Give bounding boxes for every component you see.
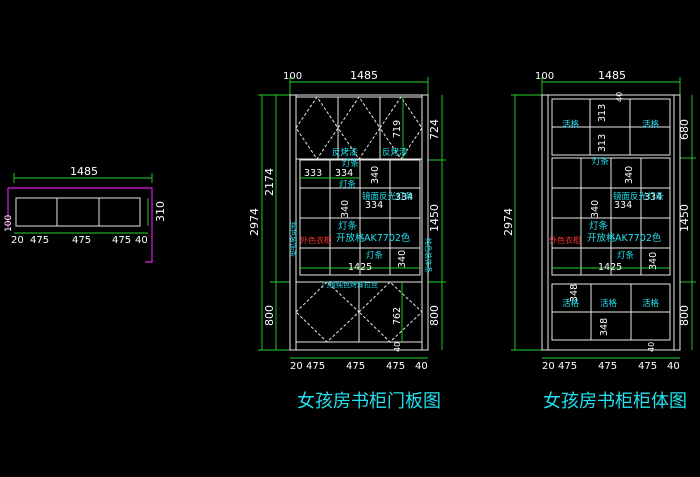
door-label: 门板纯色烤漆拉丝 — [322, 280, 378, 289]
plan-depth-left-dim: 100 — [4, 215, 14, 232]
door-title: 女孩房书柜门板图 — [297, 391, 441, 412]
body-label: 镜面反光灯条 — [613, 191, 665, 202]
body-label: AK7702色 — [615, 232, 662, 244]
body-label: 活格 — [600, 298, 618, 309]
body-label: 活格 — [642, 119, 660, 130]
door-label: 纯色装饰条 — [424, 238, 433, 273]
door-left-dim: 800 — [263, 305, 276, 326]
plan-bottom-dim: 40 — [135, 235, 148, 246]
body-bottom-dim: 20 — [542, 361, 555, 372]
door-label: 灯条 — [342, 158, 360, 169]
body-upper-grid — [551, 98, 671, 156]
plan-width-dim: 1485 — [70, 165, 98, 178]
door-label: 灯条 — [338, 220, 358, 232]
body-label: 灯条 — [589, 220, 609, 232]
door-top-dim: 100 — [283, 71, 302, 82]
body-right-dim: 800 — [678, 305, 691, 326]
body-elevation: 100 1485 40 2974 680 1450 800 — [502, 69, 696, 412]
body-top-dim: 100 — [535, 71, 554, 82]
door-open-mark — [358, 281, 423, 343]
door-side-note: 外色衣柜 — [300, 235, 332, 245]
door-open-mark — [295, 281, 360, 343]
door-inner-dim: 340 — [397, 250, 408, 268]
door-label: 纯色装饰条 — [289, 222, 298, 257]
body-middle-grid — [551, 157, 671, 276]
door-elevation: 100 1485 2974 2174 800 724 1450 800 — [248, 69, 446, 412]
door-grid — [299, 159, 421, 276]
plan-wall-outline — [8, 187, 153, 263]
body-inner-dim: 313 — [597, 104, 608, 122]
plan-bottom-dim: 475 — [112, 235, 131, 246]
body-label: 活格 — [642, 298, 660, 309]
door-label: 开放格 — [336, 232, 365, 244]
door-frame — [289, 94, 429, 351]
body-right-dim: 1450 — [678, 204, 691, 232]
body-label: 活格 — [562, 298, 580, 309]
body-inner-dim: 334 — [644, 192, 662, 203]
door-label: 反烤漆 — [382, 147, 408, 158]
door-inner-dim: 40 — [393, 342, 402, 352]
body-inner-dim: 1425 — [598, 262, 622, 273]
body-lower-grid — [551, 283, 671, 341]
plan-depth-dim: 310 — [154, 201, 167, 222]
door-label: 灯条 — [366, 250, 384, 261]
body-inner-dim: 340 — [590, 200, 601, 218]
body-inner-dim: 348 — [569, 284, 580, 302]
door-right-dim: 724 — [428, 119, 441, 140]
door-bottom-dim: 20 — [290, 361, 303, 372]
door-bottom-dim: 475 — [306, 361, 325, 372]
door-inner-dim: 333 — [304, 168, 322, 179]
door-inner-dim: 1425 — [348, 262, 372, 273]
body-label: 活格 — [562, 119, 580, 130]
body-inner-dim: 334 — [614, 200, 632, 211]
door-left-dim: 2974 — [248, 208, 261, 236]
body-bottom-dim: 475 — [558, 361, 577, 372]
plan-view: 1485 310 100 20 475 475 475 40 — [4, 165, 167, 263]
door-bottom-dim: 475 — [386, 361, 405, 372]
body-left-dim: 2974 — [502, 208, 515, 236]
plan-bottom-dim: 475 — [72, 235, 91, 246]
door-bottom-dim: 475 — [346, 361, 365, 372]
body-label: 灯条 — [592, 156, 610, 167]
door-label: 灯条 — [339, 179, 357, 190]
body-label: 灯条 — [617, 250, 635, 261]
body-bottom-dim: 475 — [638, 361, 657, 372]
door-top-dim: 1485 — [350, 69, 378, 82]
door-inner-dim: 340 — [340, 200, 351, 218]
body-right-dim: 680 — [678, 119, 691, 140]
door-inner-dim: 334 — [365, 200, 383, 211]
body-inner-dim: 348 — [599, 318, 610, 336]
door-inner-dim: 762 — [392, 307, 403, 325]
body-inner-dim: 313 — [597, 134, 608, 152]
body-bottom-dim: 40 — [667, 361, 680, 372]
body-inner-dim: 340 — [624, 166, 635, 184]
body-title: 女孩房书柜柜体图 — [543, 391, 687, 412]
body-label: 开放格 — [587, 232, 616, 244]
door-bottom-dim: 40 — [415, 361, 428, 372]
door-inner-dim: 334 — [395, 192, 413, 203]
door-label: AK7702色 — [364, 232, 411, 244]
door-inner-dim: 340 — [370, 166, 381, 184]
plan-cabinet — [15, 197, 141, 227]
body-side-note: 外色衣柜 — [549, 235, 581, 245]
plan-bottom-dim: 20 — [11, 235, 24, 246]
door-inner-dim: 334 — [335, 168, 353, 179]
door-label: 镜面反光灯条 — [362, 191, 414, 202]
body-inner-dim: 40 — [647, 342, 656, 352]
body-inner-dim: 340 — [648, 252, 659, 270]
door-left-dim: 2174 — [263, 168, 276, 196]
body-bottom-dim: 475 — [598, 361, 617, 372]
door-inner-dim: 719 — [392, 120, 403, 138]
door-right-dim: 800 — [428, 305, 441, 326]
body-top-dim: 40 — [615, 92, 624, 102]
body-top-dim: 1485 — [598, 69, 626, 82]
plan-bottom-dim: 475 — [30, 235, 49, 246]
door-right-dim: 1450 — [428, 204, 441, 232]
door-label: 反烤漆 — [332, 147, 358, 158]
body-frame — [541, 94, 681, 351]
